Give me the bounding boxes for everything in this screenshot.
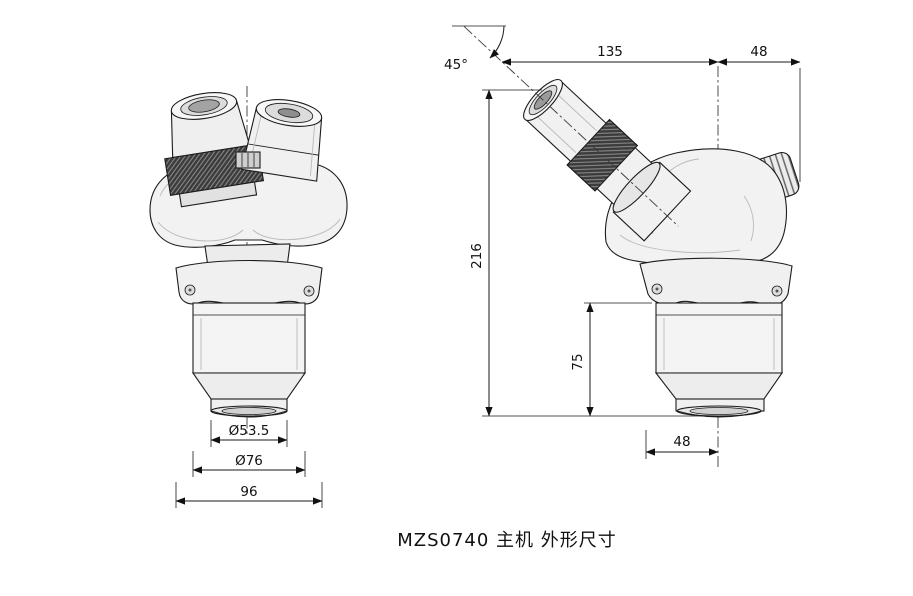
dim-front-overall-width-label: 96 [240, 484, 257, 500]
eyepiece-axis-centerline [463, 26, 679, 227]
side-eyepiece-tube [463, 26, 692, 242]
dim-top-length: 135 [501, 44, 719, 66]
front-objective-lens [221, 407, 277, 415]
dim-front-lens-diameter-label: Ø53.5 [229, 423, 270, 439]
side-view: 45° 135 48 216 75 48 [444, 25, 801, 468]
front-view: Ø53.5 Ø76 96 [149, 86, 348, 508]
front-left-eyepiece-opening [188, 99, 220, 113]
dim-eyepiece-angle: 45° [444, 25, 506, 73]
dim-front-lens-diameter: Ø53.5 [210, 420, 288, 447]
dim-bottom-offset-label: 48 [673, 434, 690, 450]
dim-overall-height-label: 216 [469, 243, 485, 269]
dim-top-length-label: 135 [597, 44, 623, 60]
drawing-title: MZS0740 主机 外形尺寸 [397, 530, 617, 551]
dim-overall-height: 216 [469, 89, 723, 417]
front-objective-barrel [191, 302, 307, 418]
dim-front-overall-width: 96 [175, 482, 323, 508]
dim-front-barrel-diameter-label: Ø76 [235, 453, 263, 469]
front-left-eyepiece [164, 92, 265, 208]
front-flange [175, 259, 323, 307]
front-right-eyepiece [240, 99, 323, 182]
front-center-knob [235, 151, 261, 169]
side-objective-barrel [654, 302, 784, 418]
dim-eyepiece-angle-label: 45° [444, 57, 468, 73]
dim-lower-height-label: 75 [570, 353, 586, 370]
front-right-eyepiece-opening [277, 108, 301, 118]
side-objective-lens [689, 407, 749, 415]
dim-lower-height: 75 [570, 302, 652, 417]
dim-top-offset-label: 48 [750, 44, 767, 60]
dim-top-offset: 48 [717, 44, 801, 182]
dim-front-barrel-diameter: Ø76 [192, 451, 306, 477]
dim-bottom-offset: 48 [645, 430, 719, 459]
side-flange [639, 257, 793, 307]
